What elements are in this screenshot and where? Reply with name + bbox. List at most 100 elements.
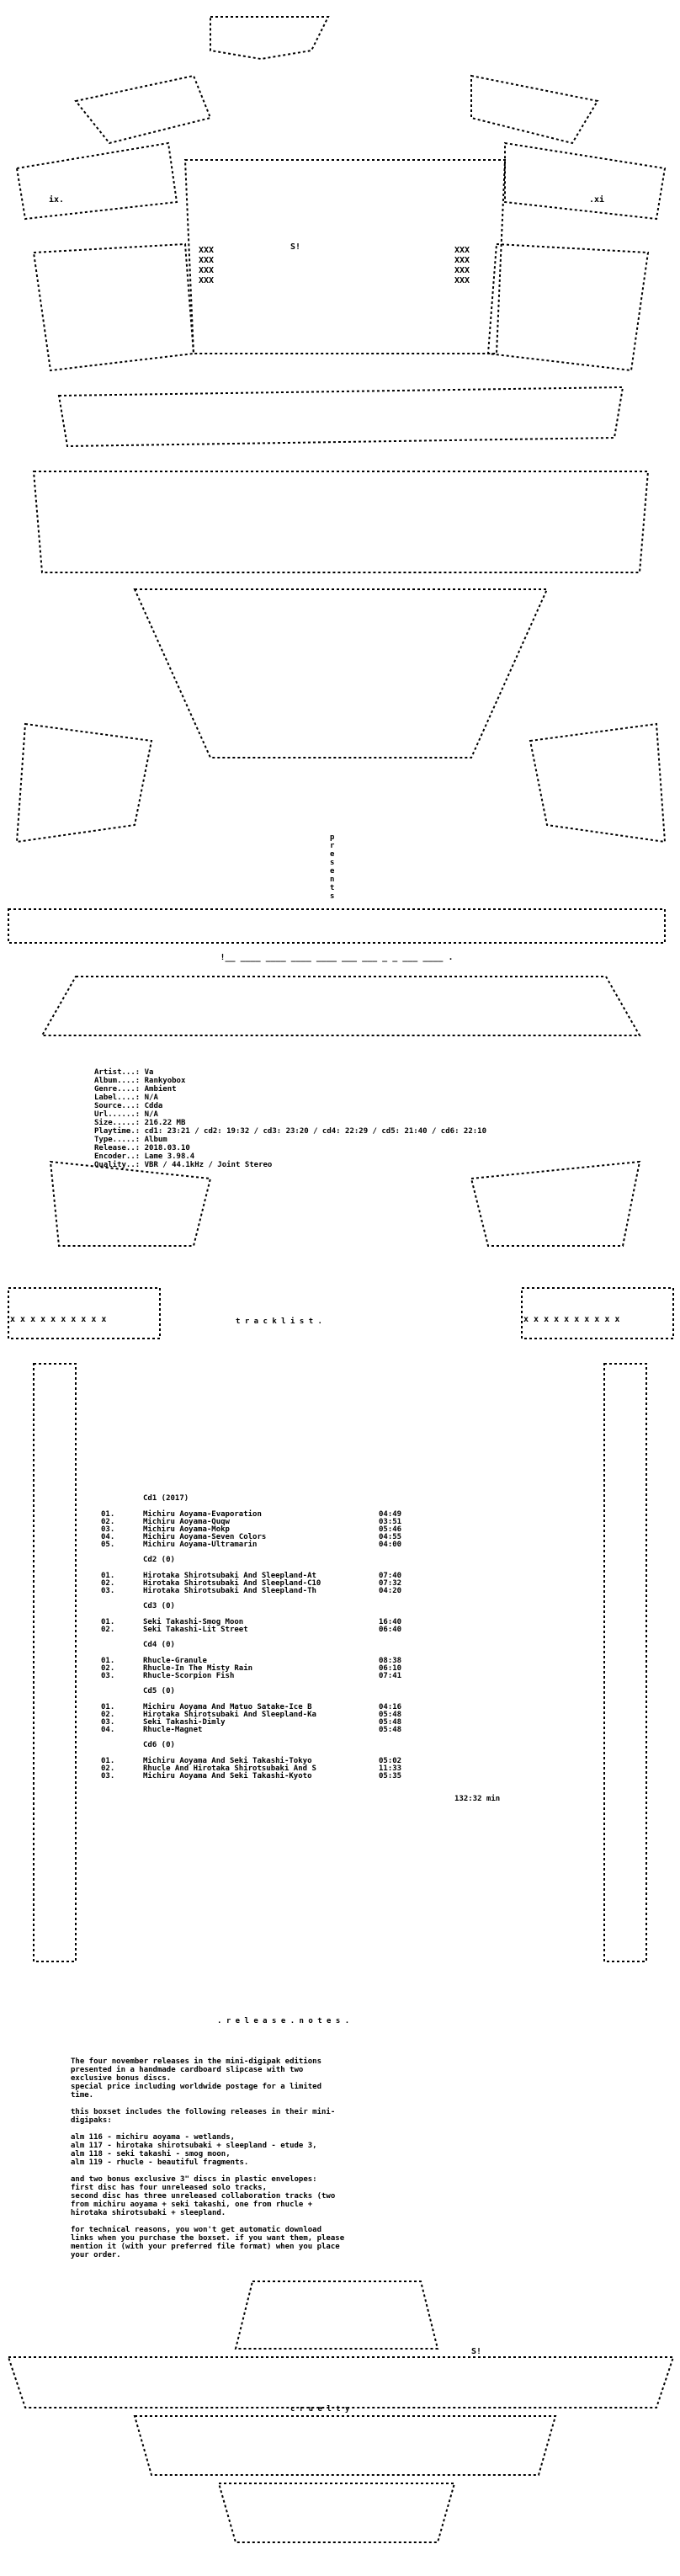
footer-ascii-art: S! — [7, 2281, 675, 2543]
release-note-line: alm 119 - rhucle - beautiful fragments. — [71, 2158, 249, 2167]
track-number: 02. — [101, 1579, 115, 1588]
svg-text:S!: S! — [471, 2347, 481, 2356]
track-name: Rhucle-Scorpion Fish — [143, 1672, 235, 1680]
info-row: Url......: N/A — [94, 1110, 675, 1119]
track-number: 02. — [101, 1626, 115, 1634]
info-value: Lame 3.98.4 — [144, 1152, 195, 1161]
release-note-line: this boxset includes the following relea… — [71, 2108, 336, 2116]
track-time: 04:00 — [379, 1541, 402, 1549]
track-name: Michiru Aoyama And Seki Takashi-Kyoto — [143, 1772, 312, 1780]
release-notes: The four november releases in the mini-d… — [71, 2057, 592, 2259]
info-label: Album....: — [94, 1077, 141, 1085]
release-note-line: alm 117 - hirotaka shirotsubaki + sleepl… — [71, 2142, 317, 2150]
info-label: Type.....: — [94, 1136, 141, 1144]
info-label: Quality..: — [94, 1161, 141, 1169]
release-note-line: for technical reasons, you won't get aut… — [71, 2226, 322, 2234]
info-row: Playtime.: cd1: 23:21 / cd2: 19:32 / cd3… — [94, 1127, 675, 1136]
track-name: Rhucle And Hirotaka Shirotsubaki And S — [143, 1764, 316, 1773]
info-row: Type.....: Album — [94, 1136, 675, 1144]
track-time: 05:02 — [379, 1757, 402, 1765]
release-note-line: mention it (with your preferred file for… — [71, 2243, 340, 2251]
disc-title: Cd4 (0) — [143, 1641, 175, 1649]
track-number: 01. — [101, 1657, 115, 1665]
track-row: 01. Michiru Aoyama-Evaporation 04:49 — [93, 1510, 581, 1519]
presents-text: p r e s e n t s — [330, 833, 335, 901]
svg-text:XXX: XXX — [199, 276, 214, 285]
track-time: 04:49 — [379, 1510, 402, 1519]
tracklist-total: 132:32 min — [454, 1795, 501, 1803]
track-number: 02. — [101, 1518, 115, 1526]
track-time: 05:48 — [379, 1718, 402, 1727]
tracklist-heading: t r a c k l i s t . — [236, 1317, 322, 1326]
release-note-line: hirotaka shirotsubaki + sleepland. — [71, 2209, 226, 2217]
track-name: Hirotaka Shirotsubaki And Sleepland-C10 — [143, 1579, 321, 1588]
track-row: 02. Seki Takashi-Lit Street 06:40 — [93, 1626, 581, 1634]
track-row: 02. Rhucle And Hirotaka Shirotsubaki And … — [93, 1764, 581, 1773]
track-number: 03. — [101, 1718, 115, 1727]
track-number: 03. — [101, 1587, 115, 1595]
track-time: 06:40 — [379, 1626, 402, 1634]
track-name: Michiru Aoyama-Quqw — [143, 1518, 230, 1526]
track-number: 05. — [101, 1541, 115, 1549]
release-note-line: time. — [71, 2091, 94, 2100]
svg-text:S!: S! — [290, 242, 300, 252]
info-row: Artist...: Va — [94, 1068, 675, 1077]
track-name: Michiru Aoyama-Evaporation — [143, 1510, 262, 1519]
release-note-line: links when you purchase the boxset. if y… — [71, 2234, 345, 2243]
info-row: Label....: N/A — [94, 1094, 675, 1102]
info-value: Va — [144, 1068, 154, 1077]
info-label: Label....: — [94, 1094, 141, 1102]
track-row: 01.Michiru Aoyama And Matuo Satake-Ice B… — [93, 1703, 581, 1711]
track-number: 02. — [101, 1764, 115, 1773]
track-row: 01.Michiru Aoyama And Seki Takashi-Tokyo… — [93, 1757, 581, 1765]
track-name: Seki Takashi-Lit Street — [143, 1626, 248, 1634]
track-number: 01. — [101, 1510, 115, 1519]
svg-text:XXX: XXX — [199, 256, 214, 265]
track-row: 03.Hirotaka Shirotsubaki And Sleepland-T… — [93, 1587, 581, 1595]
info-label: Url......: — [94, 1110, 141, 1119]
x-row-right: x x x x x x x x x x — [523, 1315, 619, 1324]
info-row: Quality..: VBR / 44.1kHz / Joint Stereo — [94, 1161, 675, 1169]
svg-text:XXX: XXX — [454, 276, 470, 285]
release-note-line: digipaks: — [71, 2116, 112, 2125]
track-time: 04:55 — [379, 1533, 402, 1541]
track-row: 02.Hirotaka Shirotsubaki And Sleepland-K… — [93, 1711, 581, 1719]
release-note-line — [71, 2217, 592, 2226]
svg-text:ix.: ix. — [49, 194, 64, 205]
track-time: 06:10 — [379, 1664, 402, 1673]
release-note-line: alm 118 - seki takashi - smog moon, — [71, 2150, 231, 2158]
release-note-line: from michiru aoyama + seki takashi, one … — [71, 2201, 313, 2209]
release-note-line — [71, 2100, 592, 2108]
ascii-xxx-right: XXX — [454, 246, 470, 255]
info-value: 2018.03.10 — [144, 1144, 190, 1152]
track-number: 03. — [101, 1772, 115, 1780]
release-notes-heading: . r e l e a s e . n o t e s . — [217, 2017, 350, 2025]
info-value: 216.22 MB — [144, 1119, 186, 1127]
disc-title: Cd2 (0) — [143, 1556, 175, 1564]
release-note-line: your order. — [71, 2251, 121, 2259]
track-time: 07:40 — [379, 1572, 402, 1580]
svg-text:XXX: XXX — [454, 266, 470, 275]
release-note-line: special price including worldwide postag… — [71, 2083, 322, 2091]
track-name: Michiru Aoyama-Ultramarin — [143, 1541, 258, 1549]
track-time: 07:32 — [379, 1579, 402, 1588]
info-label: Artist...: — [94, 1068, 141, 1077]
ascii-art-logo: XXX XXX XXX XXX XXX XXX XXX XXX S! ix. .… — [8, 16, 667, 1036]
disc-title: Cd3 (0) — [143, 1602, 175, 1610]
track-name: Seki Takashi-Smog Moon — [143, 1618, 244, 1626]
track-time: 05:48 — [379, 1711, 402, 1719]
info-label: Playtime.: — [94, 1127, 141, 1136]
info-value: VBR / 44.1kHz / Joint Stereo — [144, 1161, 273, 1169]
tracklist-frame: x x x x x x x x x x x x x x x x x x x x — [8, 1160, 674, 1962]
info-label: Encoder..: — [94, 1152, 141, 1161]
track-row: 01.Hirotaka Shirotsubaki And Sleepland-A… — [93, 1572, 581, 1580]
disc-title: Cd5 (0) — [143, 1687, 175, 1695]
track-time: 07:41 — [379, 1672, 402, 1680]
